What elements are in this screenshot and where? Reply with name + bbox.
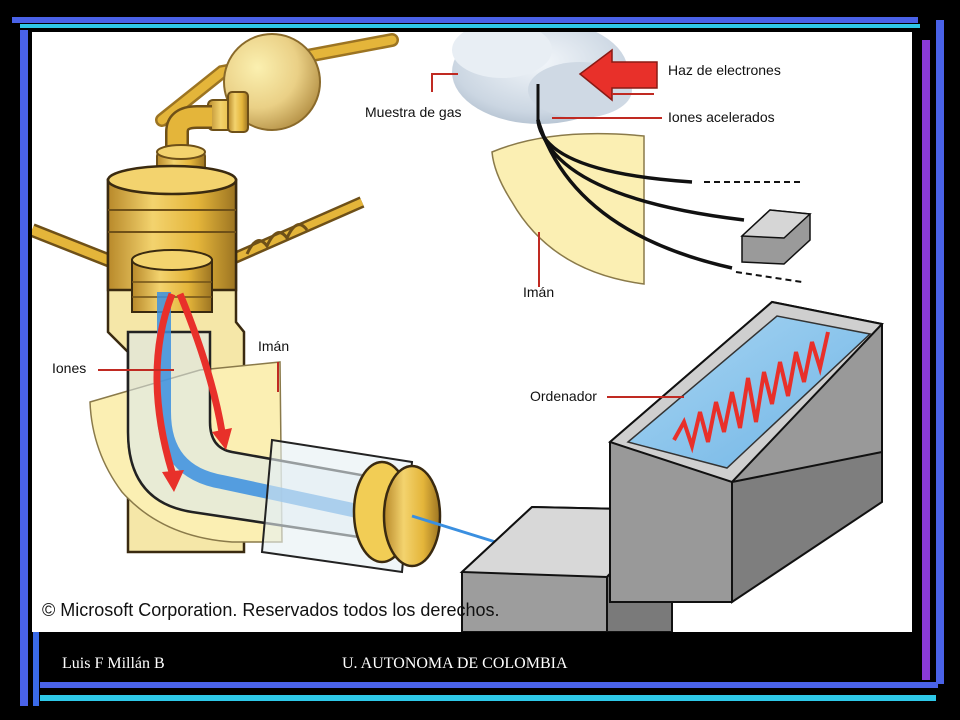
- label-beam: Haz de electrones: [668, 62, 781, 78]
- diagram-illustration: [32, 32, 884, 632]
- footer-institution: U. AUTONOMA DE COLOMBIA: [342, 655, 568, 672]
- label-gas-sample: Muestra de gas: [365, 104, 462, 120]
- frame-right-purple-bar: [922, 40, 930, 680]
- copyright-notice: © Microsoft Corporation. Reservados todo…: [42, 600, 500, 620]
- frame-bottom-cyan-bar: [40, 695, 936, 701]
- electron-beam-arrow: [578, 48, 658, 102]
- footer-author: Luis F Millán B: [62, 655, 165, 672]
- label-ions: Iones: [52, 360, 87, 376]
- frame-top-bar: [12, 17, 918, 23]
- frame-bottom-bar: [40, 682, 938, 688]
- mass-spectrometer-diagram: Haz de electrones Muestra de gas Iones a…: [32, 32, 912, 632]
- frame-right-bar: [936, 20, 944, 684]
- label-magnet-top: Imán: [523, 284, 555, 300]
- frame-left-inner-bar: [33, 632, 39, 706]
- frame-top-cyan-bar: [20, 24, 920, 28]
- label-magnet-left: Imán: [258, 338, 290, 354]
- spectrum-trace: [672, 331, 830, 454]
- frame-left-bar: [20, 30, 28, 706]
- label-computer: Ordenador: [530, 388, 597, 404]
- label-accelerated-ions: Iones acelerados: [668, 109, 775, 125]
